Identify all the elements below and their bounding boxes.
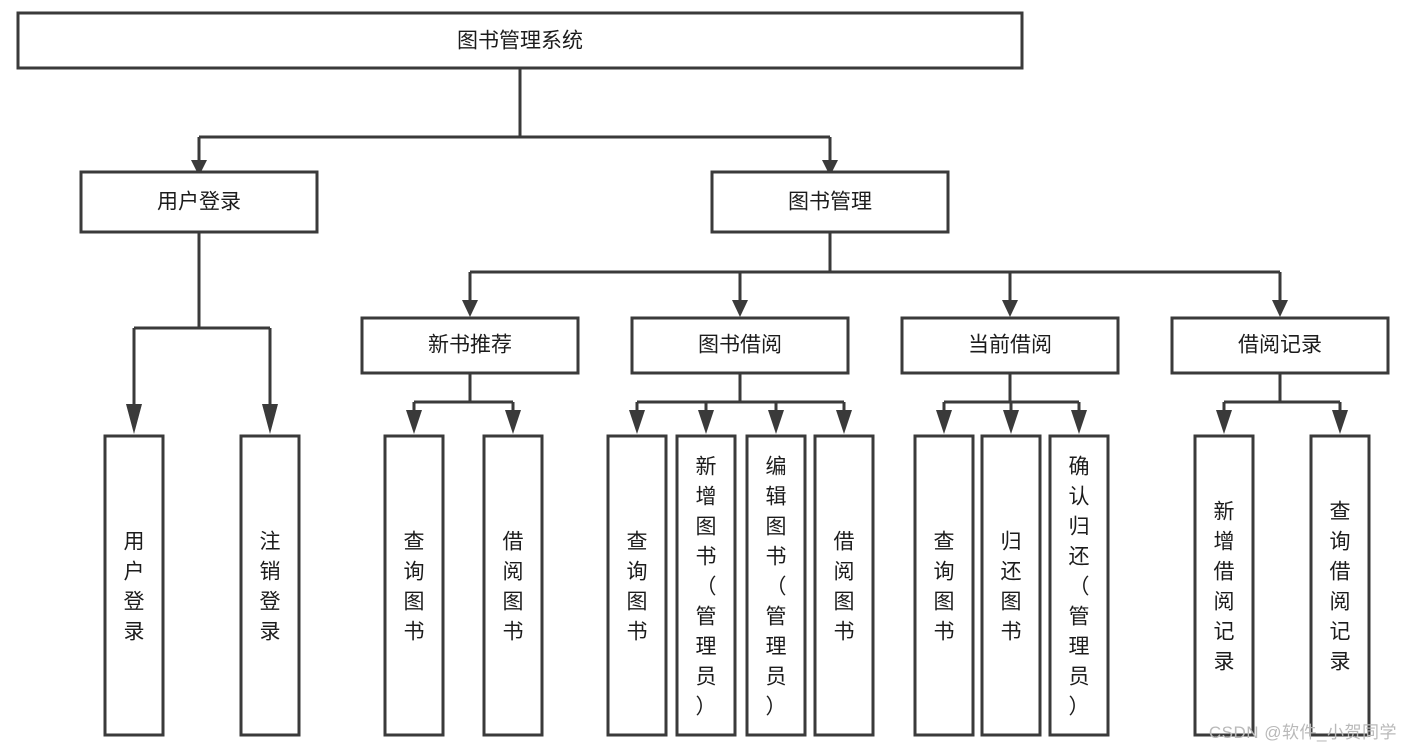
node-leaf-borrow-book-1-box[interactable] (482, 434, 544, 737)
node-new-book-recommend-box[interactable] (360, 316, 580, 375)
node-leaf-confirm-return[interactable]: 确认归还（管理员） (1048, 434, 1110, 737)
node-leaf-query-book-1-box[interactable] (383, 434, 445, 737)
node-leaf-add-record-box[interactable] (1193, 434, 1255, 737)
node-leaf-return-book[interactable]: 归还图书 (980, 434, 1042, 737)
csdn-watermark: CSDN @软件_小贺同学 (1208, 723, 1397, 742)
node-leaf-return-book-box[interactable] (980, 434, 1042, 737)
node-leaf-borrow-book-2-box[interactable] (813, 434, 875, 737)
node-book-management[interactable]: 图书管理 (710, 170, 950, 234)
node-borrow-record-box[interactable] (1170, 316, 1390, 375)
node-book-management-label: 图书管理 (788, 191, 872, 214)
node-leaf-confirm-return-label: 确认归还（管理员） (1069, 455, 1090, 718)
node-leaf-user-logout-label: 注销登录 (260, 530, 281, 643)
node-leaf-query-book-1[interactable]: 查询图书 (383, 434, 445, 737)
arrow-head-leaf-add-book (698, 410, 714, 434)
connector-borrow-record-trunk (1222, 373, 1342, 412)
connector-current-borrow-trunk (942, 373, 1081, 412)
node-borrow-record-label: 借阅记录 (1238, 334, 1322, 357)
connector-new-book-recommend-trunk (412, 373, 515, 412)
arrow-head-leaf-borrow-book-2 (836, 410, 852, 434)
node-leaf-borrow-book-2[interactable]: 借阅图书 (813, 434, 875, 737)
arrow-head-book-management (822, 160, 838, 176)
arrow-head-leaf-user-login (126, 404, 142, 434)
arrow-head-current-borrow (1002, 300, 1018, 317)
arrow-head-leaf-edit-book (768, 410, 784, 434)
arrow-head-leaf-query-book-2 (629, 410, 645, 434)
node-user-login-box[interactable] (79, 170, 319, 234)
node-leaf-borrow-book-1[interactable]: 借阅图书 (482, 434, 544, 737)
arrow-head-new-book-recommend (462, 300, 478, 317)
node-leaf-user-logout-box[interactable] (239, 434, 301, 737)
node-user-login-label: 用户登录 (157, 191, 241, 214)
arrow-head-leaf-query-book-3 (936, 410, 952, 434)
connector-root-trunk (197, 67, 832, 160)
node-leaf-return-book-label: 归还图书 (1001, 530, 1022, 643)
node-leaf-query-record-box[interactable] (1309, 434, 1371, 737)
arrow-head-leaf-add-record (1216, 410, 1232, 434)
node-new-book-recommend[interactable]: 新书推荐 (360, 316, 580, 375)
node-leaf-user-logout[interactable]: 注销登录 (239, 434, 301, 737)
node-leaf-query-book-3-label: 查询图书 (934, 530, 955, 643)
node-root-box[interactable] (16, 11, 1024, 70)
node-leaf-user-login[interactable]: 用户登录 (103, 434, 165, 737)
node-leaf-add-book-box[interactable] (675, 434, 737, 737)
node-leaf-add-book[interactable]: 新增图书（管理员） (675, 434, 737, 737)
connector-group (126, 67, 1348, 434)
node-leaf-edit-book-box[interactable] (745, 434, 807, 737)
node-leaf-add-book-label: 新增图书（管理员） (696, 455, 717, 718)
node-current-borrow-box[interactable] (900, 316, 1120, 375)
arrow-head-leaf-query-record (1332, 410, 1348, 434)
arrow-head-leaf-return-book (1003, 410, 1019, 434)
arrow-head-leaf-query-book-1 (406, 410, 422, 434)
node-leaf-query-book-2-box[interactable] (606, 434, 668, 737)
node-leaf-edit-book-label: 编辑图书（管理员） (766, 455, 787, 718)
node-book-management-box[interactable] (710, 170, 950, 234)
node-leaf-query-record-label: 查询借阅记录 (1330, 500, 1351, 673)
connector-user-login-trunk (132, 232, 272, 404)
node-borrow-record[interactable]: 借阅记录 (1170, 316, 1390, 375)
node-leaf-user-login-label: 用户登录 (124, 530, 145, 643)
connector-book-management-trunk (468, 232, 1282, 300)
node-leaf-borrow-book-2-label: 借阅图书 (834, 530, 855, 643)
node-current-borrow[interactable]: 当前借阅 (900, 316, 1120, 375)
node-book-borrow-box[interactable] (630, 316, 850, 375)
node-leaf-query-record[interactable]: 查询借阅记录 (1309, 434, 1371, 737)
arrow-head-borrow-record (1272, 300, 1288, 317)
connector-book-borrow-trunk (635, 373, 846, 412)
node-leaf-query-book-3[interactable]: 查询图书 (913, 434, 975, 737)
node-leaf-query-book-1-label: 查询图书 (404, 530, 425, 643)
node-current-borrow-label: 当前借阅 (968, 334, 1052, 357)
node-leaf-add-record[interactable]: 新增借阅记录 (1193, 434, 1255, 737)
node-leaf-add-record-label: 新增借阅记录 (1214, 500, 1235, 673)
leaf-node-group: 用户登录 注销登录 查询图书 借阅图书 查询图书 新增图书（管理员） (103, 434, 1371, 737)
arrow-head-leaf-confirm-return (1071, 410, 1087, 434)
node-root-label: 图书管理系统 (457, 30, 583, 53)
node-leaf-borrow-book-1-label: 借阅图书 (503, 530, 524, 643)
node-user-login[interactable]: 用户登录 (79, 170, 319, 234)
node-book-borrow[interactable]: 图书借阅 (630, 316, 850, 375)
node-leaf-user-login-box[interactable] (103, 434, 165, 737)
node-leaf-query-book-2-label: 查询图书 (627, 530, 648, 643)
node-leaf-confirm-return-box[interactable] (1048, 434, 1110, 737)
node-leaf-edit-book[interactable]: 编辑图书（管理员） (745, 434, 807, 737)
node-leaf-query-book-3-box[interactable] (913, 434, 975, 737)
arrow-head-user-login (191, 160, 207, 176)
arrow-head-book-borrow (732, 300, 748, 317)
node-book-borrow-label: 图书借阅 (698, 334, 782, 357)
node-root[interactable]: 图书管理系统 (16, 11, 1024, 70)
arrow-head-leaf-borrow-book-1 (505, 410, 521, 434)
node-new-book-recommend-label: 新书推荐 (428, 334, 512, 357)
arrow-head-leaf-user-logout (262, 404, 278, 434)
node-leaf-query-book-2[interactable]: 查询图书 (606, 434, 668, 737)
